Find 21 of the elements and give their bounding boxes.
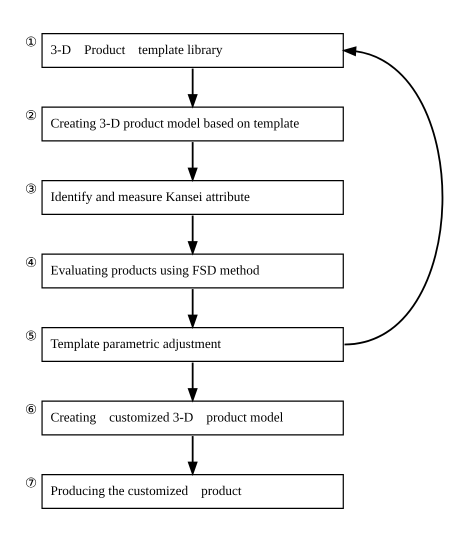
node-box: Template parametric adjustment (41, 326, 344, 362)
node-label: ④ (25, 254, 38, 270)
arrow (342, 46, 444, 345)
node-box: Creating 3-D product model based on template (41, 106, 344, 141)
arrow (188, 142, 198, 182)
node-label: ⑤ (25, 328, 38, 344)
node-label: ⑥ (25, 402, 38, 417)
arrow (188, 362, 198, 402)
node-label: ② (25, 108, 38, 123)
node-box: Producing the customized product (41, 474, 344, 508)
node-box: Creating customized 3-D product model (41, 400, 344, 435)
node-box: 3-D Product template library (41, 32, 344, 68)
node-box: Identify and measure Kansei attribute (41, 180, 344, 214)
node-label: ① (25, 34, 38, 50)
node-label: ⑦ (25, 475, 38, 490)
arrow (188, 436, 198, 476)
node-label: ③ (25, 181, 38, 196)
node-box: Evaluating products using FSD method (41, 253, 344, 288)
arrow (188, 288, 198, 329)
arrow (188, 215, 198, 256)
arrow (188, 68, 198, 108)
